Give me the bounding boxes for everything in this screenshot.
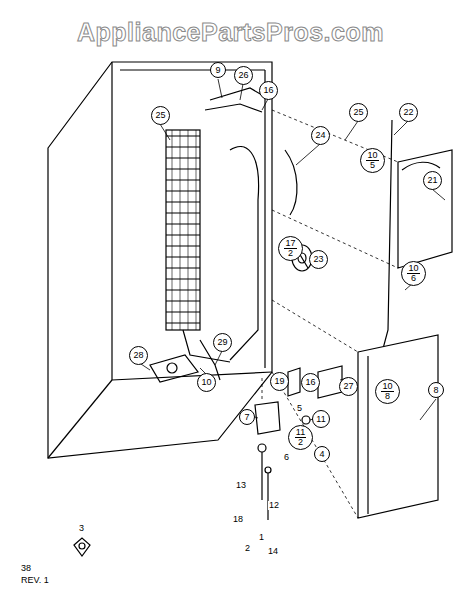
callout-number: 16: [262, 86, 274, 95]
callout-number: 10: [381, 382, 393, 392]
callout-circle: 16: [301, 373, 320, 392]
callout-number: 1: [258, 533, 265, 542]
callout-number: 11: [295, 428, 306, 438]
callout-number: 27: [342, 382, 354, 391]
callout-number: 25: [154, 111, 166, 120]
callout-number: 17: [284, 239, 296, 249]
callout-number: 16: [304, 378, 316, 387]
callout-number: 7: [243, 413, 250, 422]
callout-number: 26: [237, 71, 249, 80]
callout-number: 5: [369, 161, 376, 170]
callout-number: 28: [132, 351, 144, 360]
callout-circle: 106: [401, 261, 426, 286]
callout-number: 25: [352, 108, 364, 117]
callout-circle: 9: [210, 62, 226, 78]
callout-number: 11: [315, 415, 326, 424]
callout-number: 8: [432, 386, 439, 395]
callout-number: 2: [244, 544, 251, 553]
callout-circle: 4: [314, 446, 330, 462]
callout-number: 19: [273, 377, 285, 386]
callout-circle: 112: [288, 425, 313, 450]
callout-circle: 26: [234, 66, 253, 85]
callout-circle: 108: [375, 379, 400, 404]
callout-circle: 105: [360, 148, 385, 173]
callout-circle: 21: [423, 171, 442, 190]
callout-number: 21: [426, 176, 438, 185]
callout-circle: 28: [129, 346, 148, 365]
callout-number: 6: [283, 453, 290, 462]
callout-circle: 8: [428, 382, 444, 398]
callout-number: 13: [235, 481, 247, 490]
watermark: AppliancePartsPros.com: [76, 20, 385, 45]
callout-number: 2: [297, 438, 304, 447]
callout-number: 3: [78, 524, 85, 533]
callout-circle: 11: [312, 410, 330, 428]
callout-number: 18: [232, 515, 244, 524]
callout-circle: 23: [309, 250, 328, 269]
callout-number: 4: [318, 450, 325, 459]
callout-circle: 29: [213, 333, 232, 352]
callout-number: 2: [287, 249, 294, 258]
callout-circle: 27: [339, 377, 358, 396]
callout-number: 6: [410, 274, 417, 283]
callout-circle: 25: [151, 106, 170, 125]
callout-number: 5: [296, 404, 303, 413]
callout-number: 23: [312, 255, 324, 264]
callout-number: 9: [214, 66, 221, 75]
callout-number: 22: [402, 108, 414, 117]
callout-number: 12: [268, 501, 280, 510]
callout-number: 8: [384, 392, 391, 401]
callout-number: 10: [366, 151, 378, 161]
callout-number: 29: [216, 338, 228, 347]
callout-number: 10: [200, 378, 212, 387]
callout-circle: 24: [311, 126, 330, 145]
callout-circle: 7: [239, 409, 255, 425]
callout-number: 24: [314, 131, 326, 140]
page-note: 38: [20, 564, 32, 573]
callout-circle: 16: [259, 81, 278, 100]
callout-circle: 172: [278, 236, 303, 261]
callout-circle: 10: [197, 373, 216, 392]
callout-circle: 22: [399, 103, 418, 122]
callout-circle: 19: [270, 372, 289, 391]
callout-number: 14: [267, 547, 279, 556]
callout-number: 10: [407, 264, 419, 274]
callout-circle: 25: [349, 103, 368, 122]
page-note: REV. 1: [20, 576, 50, 585]
